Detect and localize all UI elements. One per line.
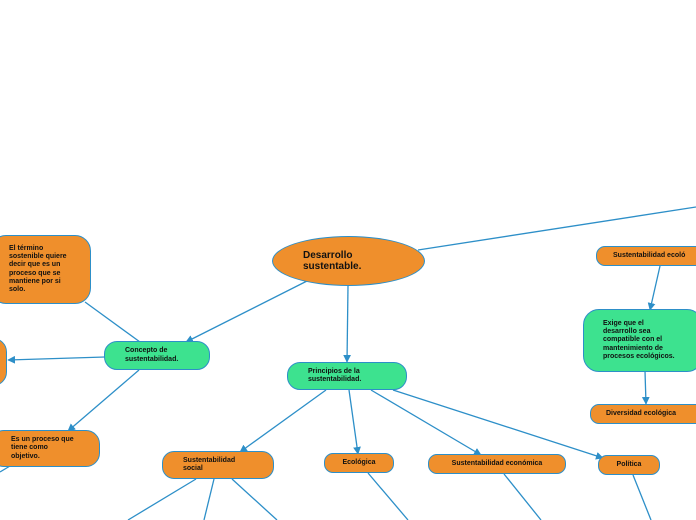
connector-concepto-proceso <box>67 369 140 432</box>
termino-node[interactable]: El término sostenible quiere decir que e… <box>0 235 91 304</box>
ecologica-label: Ecológica <box>342 458 376 466</box>
economica-label: Sustentabilidad económica <box>451 459 543 467</box>
root-label: Desarrollo sustentable. <box>303 249 362 273</box>
exige-label: Exige que el desarrollo sea compatible c… <box>603 320 675 360</box>
proceso-label: Es un proceso que tiene como objetivo. <box>11 436 74 460</box>
connector-principios-social <box>239 389 327 453</box>
connector-root-principios <box>343 285 351 363</box>
diversidad-node[interactable]: Diversidad ecológica <box>590 404 696 424</box>
connector-principios-economica <box>370 389 482 456</box>
connector-social-child-1 <box>127 478 197 520</box>
connector-ecologica-child <box>367 472 409 520</box>
politica-label: Política <box>616 460 642 468</box>
connector-concepto-left <box>7 355 106 364</box>
connector-principios-ecologica <box>348 389 361 455</box>
sust-ecologica-node[interactable]: Sustentabilidad ecoló <box>596 246 696 266</box>
connector-sustecol-exige <box>647 265 661 311</box>
connector-social-child-2 <box>203 478 215 520</box>
termino-label: El término sostenible quiere decir que e… <box>9 245 67 293</box>
connector-termino-concepto <box>84 301 141 343</box>
principios-label: Principios de la sustentabilidad. <box>308 367 362 383</box>
connector-principios-politica <box>392 389 604 460</box>
principios-node[interactable]: Principios de la sustentabilidad. <box>287 362 407 390</box>
diversidad-label: Diversidad ecológica <box>606 409 677 417</box>
connector-root-concepto <box>185 280 308 343</box>
ecologica-node[interactable]: Ecológica <box>324 453 394 473</box>
connector-root-offscreen <box>417 206 696 251</box>
sust-ecologica-label: Sustentabilidad ecoló <box>613 251 686 259</box>
politica-node[interactable]: Política <box>598 455 660 475</box>
concepto-node[interactable]: Concepto de sustentabilidad. <box>104 341 210 370</box>
connector-proceso-down <box>0 465 11 473</box>
connector-economica-child <box>503 473 542 520</box>
connector-social-child-3 <box>231 478 278 520</box>
proceso-node[interactable]: Es un proceso que tiene como objetivo. <box>0 430 100 467</box>
connector-politica-child <box>632 474 652 520</box>
social-node[interactable]: Sustentabilidad social <box>162 451 274 479</box>
economica-node[interactable]: Sustentabilidad económica <box>428 454 566 474</box>
connector-exige-diversidad <box>641 370 650 405</box>
root-node[interactable]: Desarrollo sustentable. <box>272 236 425 286</box>
social-label: Sustentabilidad social <box>183 456 236 472</box>
exige-node[interactable]: Exige que el desarrollo sea compatible c… <box>583 309 696 372</box>
concepto-label: Concepto de sustentabilidad. <box>125 347 179 363</box>
